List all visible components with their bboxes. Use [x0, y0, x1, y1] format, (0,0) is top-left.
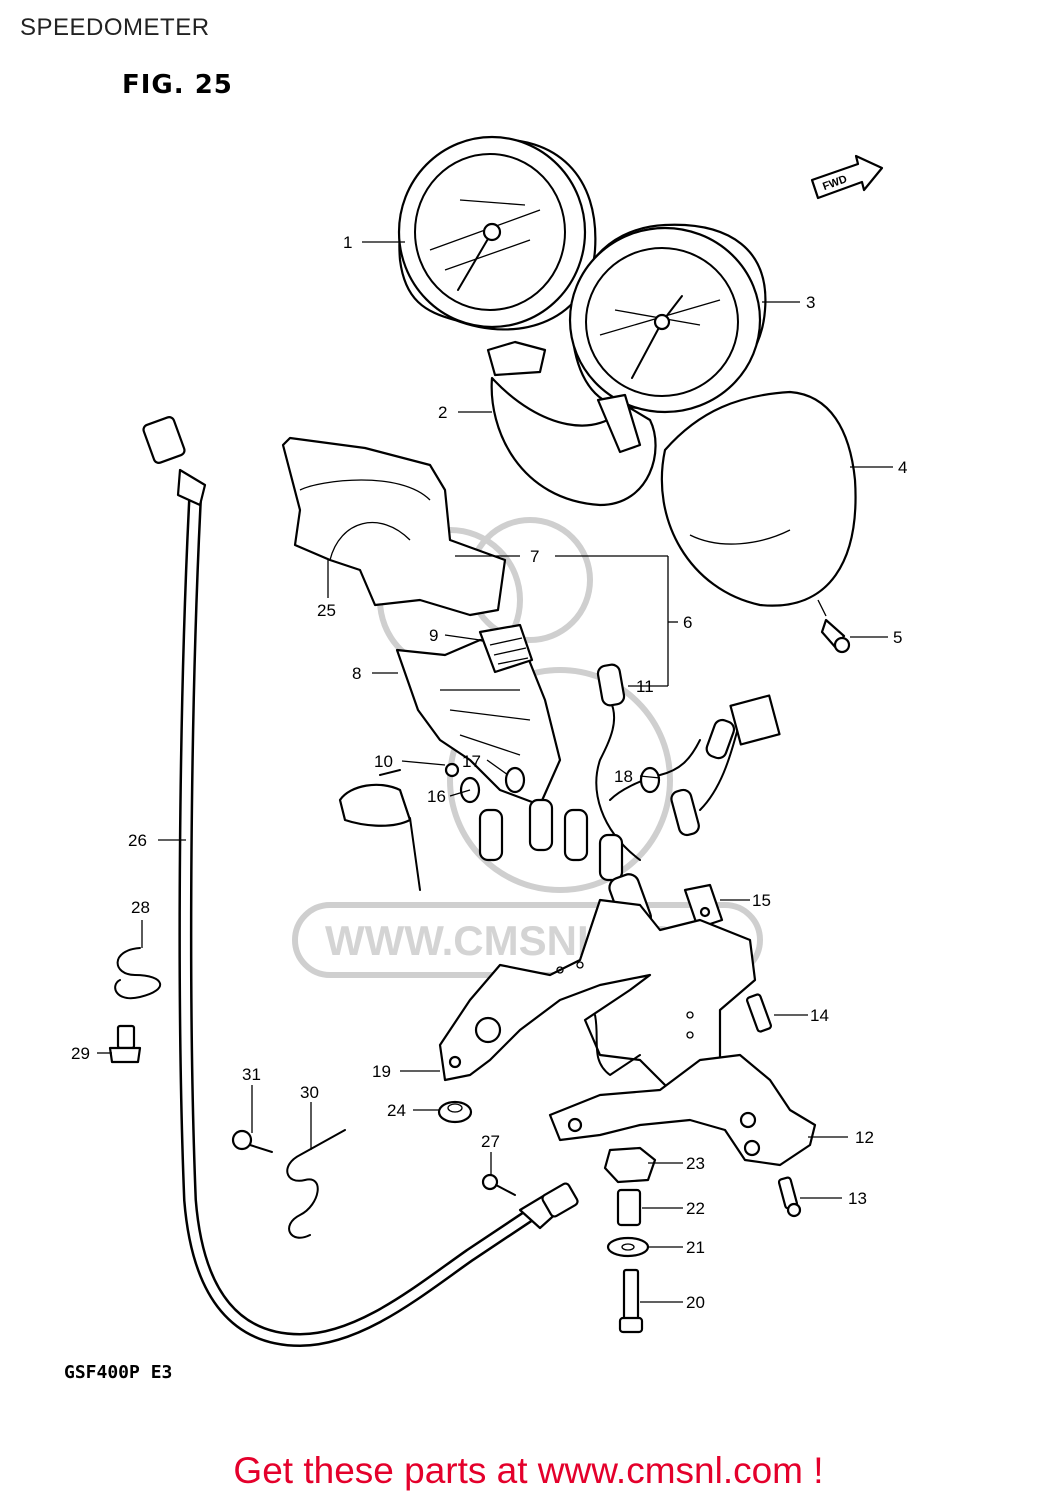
- harness-and-sockets: [338, 663, 781, 932]
- callout-25: 25: [317, 601, 336, 620]
- part-30-clip: [286, 1129, 346, 1239]
- part-20-bolt: [618, 1268, 644, 1334]
- callout-14: 14: [810, 1006, 829, 1025]
- callout-17: 17: [462, 752, 481, 771]
- part-23-nut: [603, 1146, 657, 1184]
- part-31-screw: [231, 1129, 273, 1153]
- part-24-grommet: [437, 1100, 473, 1124]
- part-1-tachometer: [397, 135, 597, 377]
- callout-29: 29: [71, 1044, 90, 1063]
- callout-16: 16: [427, 787, 446, 806]
- callout-18: 18: [614, 767, 633, 786]
- model-code: GSF400P E3: [64, 1362, 173, 1383]
- forward-arrow-icon: FWD: [810, 154, 884, 200]
- leader-lines: [97, 241, 893, 1303]
- callout-28: 28: [131, 898, 150, 917]
- figure-label: FIG. 25: [122, 70, 233, 100]
- part-26-speedo-cable: [142, 416, 579, 1348]
- callout-26: 26: [128, 831, 147, 850]
- callout-24: 24: [387, 1101, 406, 1120]
- part-27-screw: [481, 1173, 516, 1196]
- part-2-tach-case: [490, 376, 657, 507]
- part-14-bolt: [746, 993, 772, 1033]
- part-4-speedo-case: [660, 390, 857, 607]
- callout-8: 8: [352, 664, 361, 683]
- part-12-lower-bracket: [548, 1014, 817, 1167]
- part-9-lens: [478, 623, 534, 674]
- part-21-washer: [606, 1236, 650, 1258]
- callout-19: 19: [372, 1062, 391, 1081]
- callout-20: 20: [686, 1293, 705, 1312]
- callout-2: 2: [438, 403, 447, 422]
- callout-15: 15: [752, 891, 771, 910]
- callout-3: 3: [806, 293, 815, 312]
- callout-31: 31: [242, 1065, 261, 1084]
- part-29-screw: [108, 1024, 142, 1064]
- callout-6: 6: [683, 613, 692, 632]
- callout-4: 4: [898, 458, 907, 477]
- callout-11: 11: [636, 677, 654, 696]
- callout-7: 7: [530, 547, 539, 566]
- part-8-indicator-panel: [395, 638, 562, 807]
- callout-12: 12: [855, 1128, 874, 1147]
- page-title: SPEEDOMETER: [20, 14, 210, 41]
- callout-1: 1: [343, 233, 352, 252]
- callout-23: 23: [686, 1154, 705, 1173]
- part-7-cover: [281, 436, 507, 617]
- callout-21: 21: [686, 1238, 705, 1257]
- callout-13: 13: [848, 1189, 867, 1208]
- callout-30: 30: [300, 1083, 319, 1102]
- callout-numbers: 1 2 3 4 5 6 7 8 9 10 11 12 13 14 15 16 1…: [71, 233, 907, 1312]
- part-3-speedometer: [568, 223, 767, 454]
- part-28-clip: [114, 947, 162, 1000]
- part-22-spacer: [616, 1188, 642, 1227]
- part-13-bolt: [777, 1176, 802, 1218]
- part-5-screw: [817, 599, 851, 654]
- callout-5: 5: [893, 628, 902, 647]
- part-15-clamp: [683, 883, 724, 930]
- footer-link[interactable]: Get these parts at www.cmsnl.com !: [233, 1450, 824, 1491]
- callout-9: 9: [429, 626, 438, 645]
- callout-22: 22: [686, 1199, 705, 1218]
- callout-27: 27: [481, 1132, 500, 1151]
- callout-10: 10: [374, 752, 393, 771]
